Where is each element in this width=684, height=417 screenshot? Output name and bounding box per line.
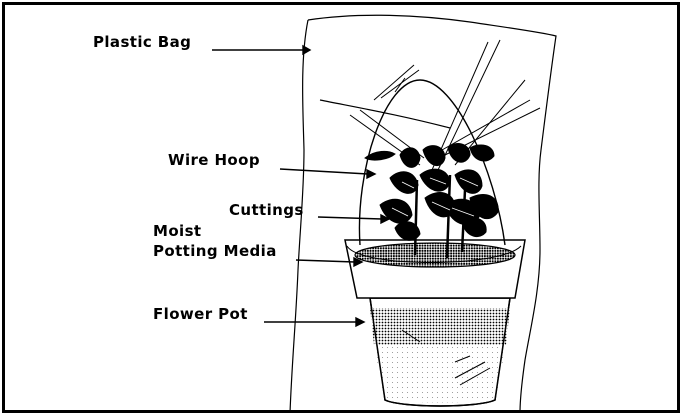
label-plastic-bag: Plastic Bag bbox=[93, 33, 191, 51]
cuttings-leaves bbox=[365, 144, 498, 241]
label-wire-hoop: Wire Hoop bbox=[168, 151, 260, 169]
flower-pot bbox=[345, 240, 525, 406]
label-flower-pot: Flower Pot bbox=[153, 305, 248, 323]
label-cuttings: Cuttings bbox=[229, 201, 304, 219]
label-moist: Moist bbox=[153, 222, 201, 240]
label-potting-media: Potting Media bbox=[153, 242, 277, 260]
